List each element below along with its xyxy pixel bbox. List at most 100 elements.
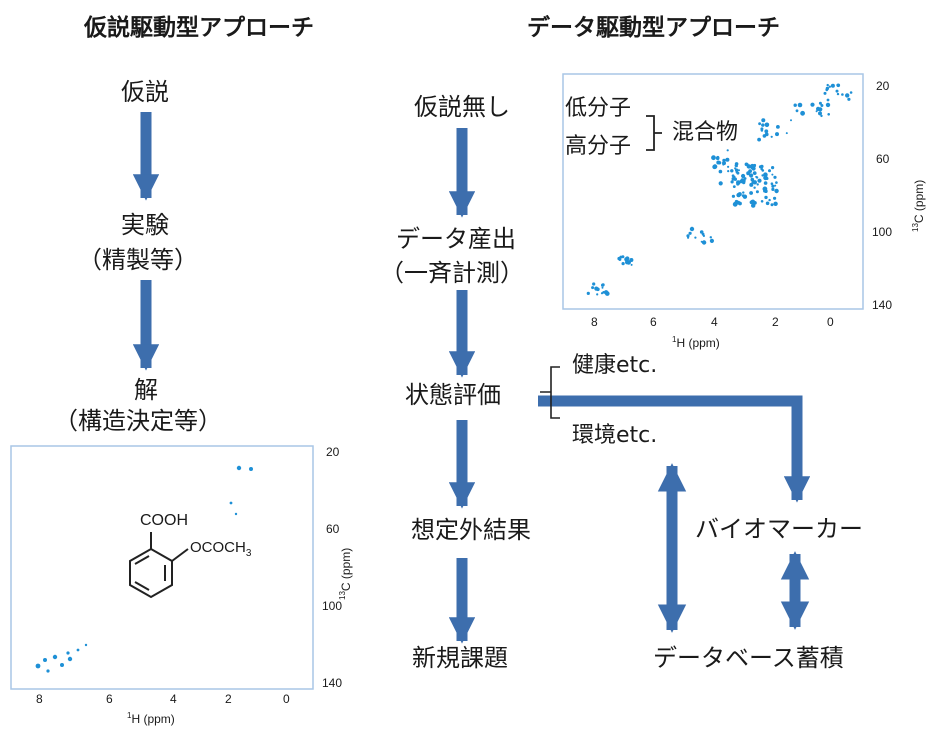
right-y-tick: 20 bbox=[876, 79, 890, 93]
nmr-peak bbox=[591, 286, 595, 290]
nmr-peak bbox=[709, 236, 712, 239]
nmr-peak bbox=[755, 175, 758, 178]
nmr-peak bbox=[689, 226, 695, 232]
nmr-peak bbox=[732, 185, 736, 189]
nmr-peak bbox=[625, 260, 630, 265]
molecule-structure bbox=[129, 532, 189, 599]
nmr-peak bbox=[731, 174, 735, 178]
nmr-peak bbox=[688, 231, 692, 235]
nmr-peak bbox=[735, 168, 739, 172]
nmr-peak bbox=[836, 83, 839, 87]
nmr-peak bbox=[746, 171, 751, 176]
nmr-peak bbox=[841, 93, 844, 96]
nmr-peak bbox=[797, 102, 803, 108]
step-no-hypothesis: 仮説無し bbox=[414, 93, 510, 121]
nmr-peak bbox=[800, 110, 805, 116]
nmr-peak bbox=[815, 110, 818, 113]
nmr-peak bbox=[763, 175, 768, 181]
right-x-tick: 2 bbox=[772, 315, 779, 329]
nmr-peak bbox=[586, 291, 590, 295]
nmr-peak bbox=[820, 104, 824, 107]
left-y-tick: 20 bbox=[326, 445, 340, 459]
nmr-peak bbox=[768, 169, 771, 173]
nmr-peak bbox=[771, 173, 774, 176]
nmr-peak bbox=[764, 122, 770, 128]
nmr-peak bbox=[768, 198, 771, 202]
right-x-tick: 6 bbox=[650, 315, 657, 329]
nmr-peak bbox=[736, 171, 740, 175]
nmr-peak bbox=[712, 164, 718, 169]
right-x-label: 1H (ppm) bbox=[672, 335, 720, 350]
nmr-peak bbox=[730, 180, 734, 184]
nmr-peak bbox=[753, 186, 756, 189]
nmr-peak bbox=[718, 169, 723, 174]
nmr-peak bbox=[828, 85, 831, 88]
nmr-peak bbox=[749, 200, 754, 205]
nmr-peak bbox=[823, 91, 827, 95]
nmr-peak bbox=[771, 184, 775, 188]
nmr-peak bbox=[750, 177, 755, 182]
nmr-peak bbox=[775, 181, 778, 184]
nmr-peak bbox=[761, 128, 763, 131]
nmr-peak bbox=[771, 166, 775, 170]
nmr-peak bbox=[738, 201, 742, 206]
nmr-peak bbox=[736, 192, 741, 198]
nmr-peak bbox=[770, 203, 774, 207]
nmr-peak bbox=[752, 171, 757, 176]
nmr-peak bbox=[718, 181, 723, 186]
step-solution: 解 bbox=[134, 376, 158, 404]
branch-health: 健康etc. bbox=[572, 353, 658, 378]
nmr-peak bbox=[765, 201, 770, 206]
nmr-peak bbox=[755, 190, 759, 194]
step-experiment-note: （精製等） bbox=[78, 246, 198, 274]
nmr-peak bbox=[701, 240, 707, 245]
nmr-peak bbox=[785, 132, 788, 135]
molecule-cooh: COOH bbox=[140, 512, 188, 529]
right-plot-frame bbox=[562, 73, 864, 310]
nmr-peak bbox=[736, 182, 740, 186]
nmr-peak bbox=[836, 92, 840, 96]
nmr-peak bbox=[734, 167, 737, 170]
left-plot-frame bbox=[10, 445, 314, 690]
right-x-tick: 0 bbox=[827, 315, 834, 329]
nmr-peak bbox=[749, 173, 754, 178]
nmr-peak bbox=[818, 111, 822, 116]
nmr-peak bbox=[776, 125, 780, 129]
nmr-peak bbox=[731, 194, 736, 198]
biomarker-label: バイオマーカー bbox=[695, 515, 863, 543]
nmr-peak bbox=[752, 180, 757, 185]
left-plot-peaks bbox=[35, 465, 253, 673]
nmr-peak bbox=[725, 157, 730, 162]
nmr-peak bbox=[795, 109, 799, 113]
nmr-peak bbox=[722, 163, 725, 166]
nmr-peak bbox=[741, 179, 744, 182]
nmr-peak bbox=[774, 184, 777, 187]
nmr-peak bbox=[750, 163, 755, 169]
left-y-tick: 100 bbox=[322, 599, 343, 613]
nmr-peak bbox=[764, 195, 768, 200]
nmr-peak bbox=[818, 101, 822, 105]
nmr-peak bbox=[847, 97, 851, 101]
nmr-peak bbox=[761, 118, 766, 123]
nmr-peak bbox=[762, 186, 768, 192]
nmr-peak bbox=[845, 93, 850, 98]
nmr-peak bbox=[757, 137, 761, 142]
nmr-peak bbox=[686, 234, 690, 238]
nmr-peak bbox=[749, 191, 753, 195]
nmr-peak bbox=[709, 238, 715, 243]
right-y-tick: 100 bbox=[872, 225, 893, 239]
left-x-tick: 4 bbox=[170, 692, 177, 706]
nmr-peak bbox=[700, 240, 703, 243]
step-status-evaluation: 状態評価 bbox=[405, 381, 501, 409]
nmr-peak bbox=[727, 165, 730, 168]
nmr-peak bbox=[775, 190, 778, 194]
nmr-peak bbox=[849, 91, 853, 94]
nmr-peak bbox=[763, 181, 768, 185]
nmr-peak bbox=[773, 175, 777, 179]
nmr-peak bbox=[816, 108, 819, 111]
left-x-tick: 8 bbox=[36, 692, 43, 706]
nmr-peak bbox=[825, 102, 831, 108]
database-label: データベース蓄積 bbox=[653, 644, 844, 672]
step-solution-note: （構造決定等） bbox=[54, 407, 222, 435]
